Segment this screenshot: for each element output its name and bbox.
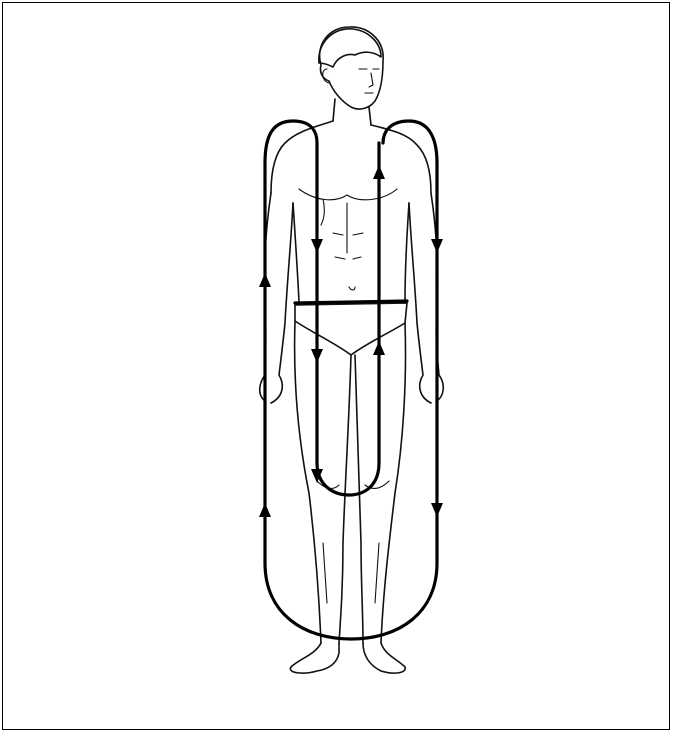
arrow-up-front-right-lower [373, 341, 385, 355]
waist-band-line [295, 301, 407, 303]
foot-right [363, 643, 405, 673]
arrow-down-outer-right-lower [431, 503, 443, 517]
arrow-up-front-right-upper [373, 165, 385, 179]
arrow-down-front-left-upper [311, 239, 323, 253]
arrow-up-outer-left-upper [259, 273, 271, 287]
outer-flow-loop [265, 121, 437, 639]
foot-left [290, 643, 339, 673]
knee-lines [317, 481, 389, 603]
torso-outline [271, 121, 431, 301]
neck [333, 99, 371, 125]
legs [295, 321, 406, 643]
facial-features [359, 69, 379, 93]
briefs [295, 303, 407, 355]
human-figure [260, 27, 444, 673]
arrow-up-outer-left-lower [259, 503, 271, 517]
arrow-down-front-left-lower [311, 349, 323, 363]
body-energy-flow-diagram [3, 3, 671, 731]
arrow-down-outer-right-upper [431, 239, 443, 253]
flow-lines [259, 121, 443, 639]
